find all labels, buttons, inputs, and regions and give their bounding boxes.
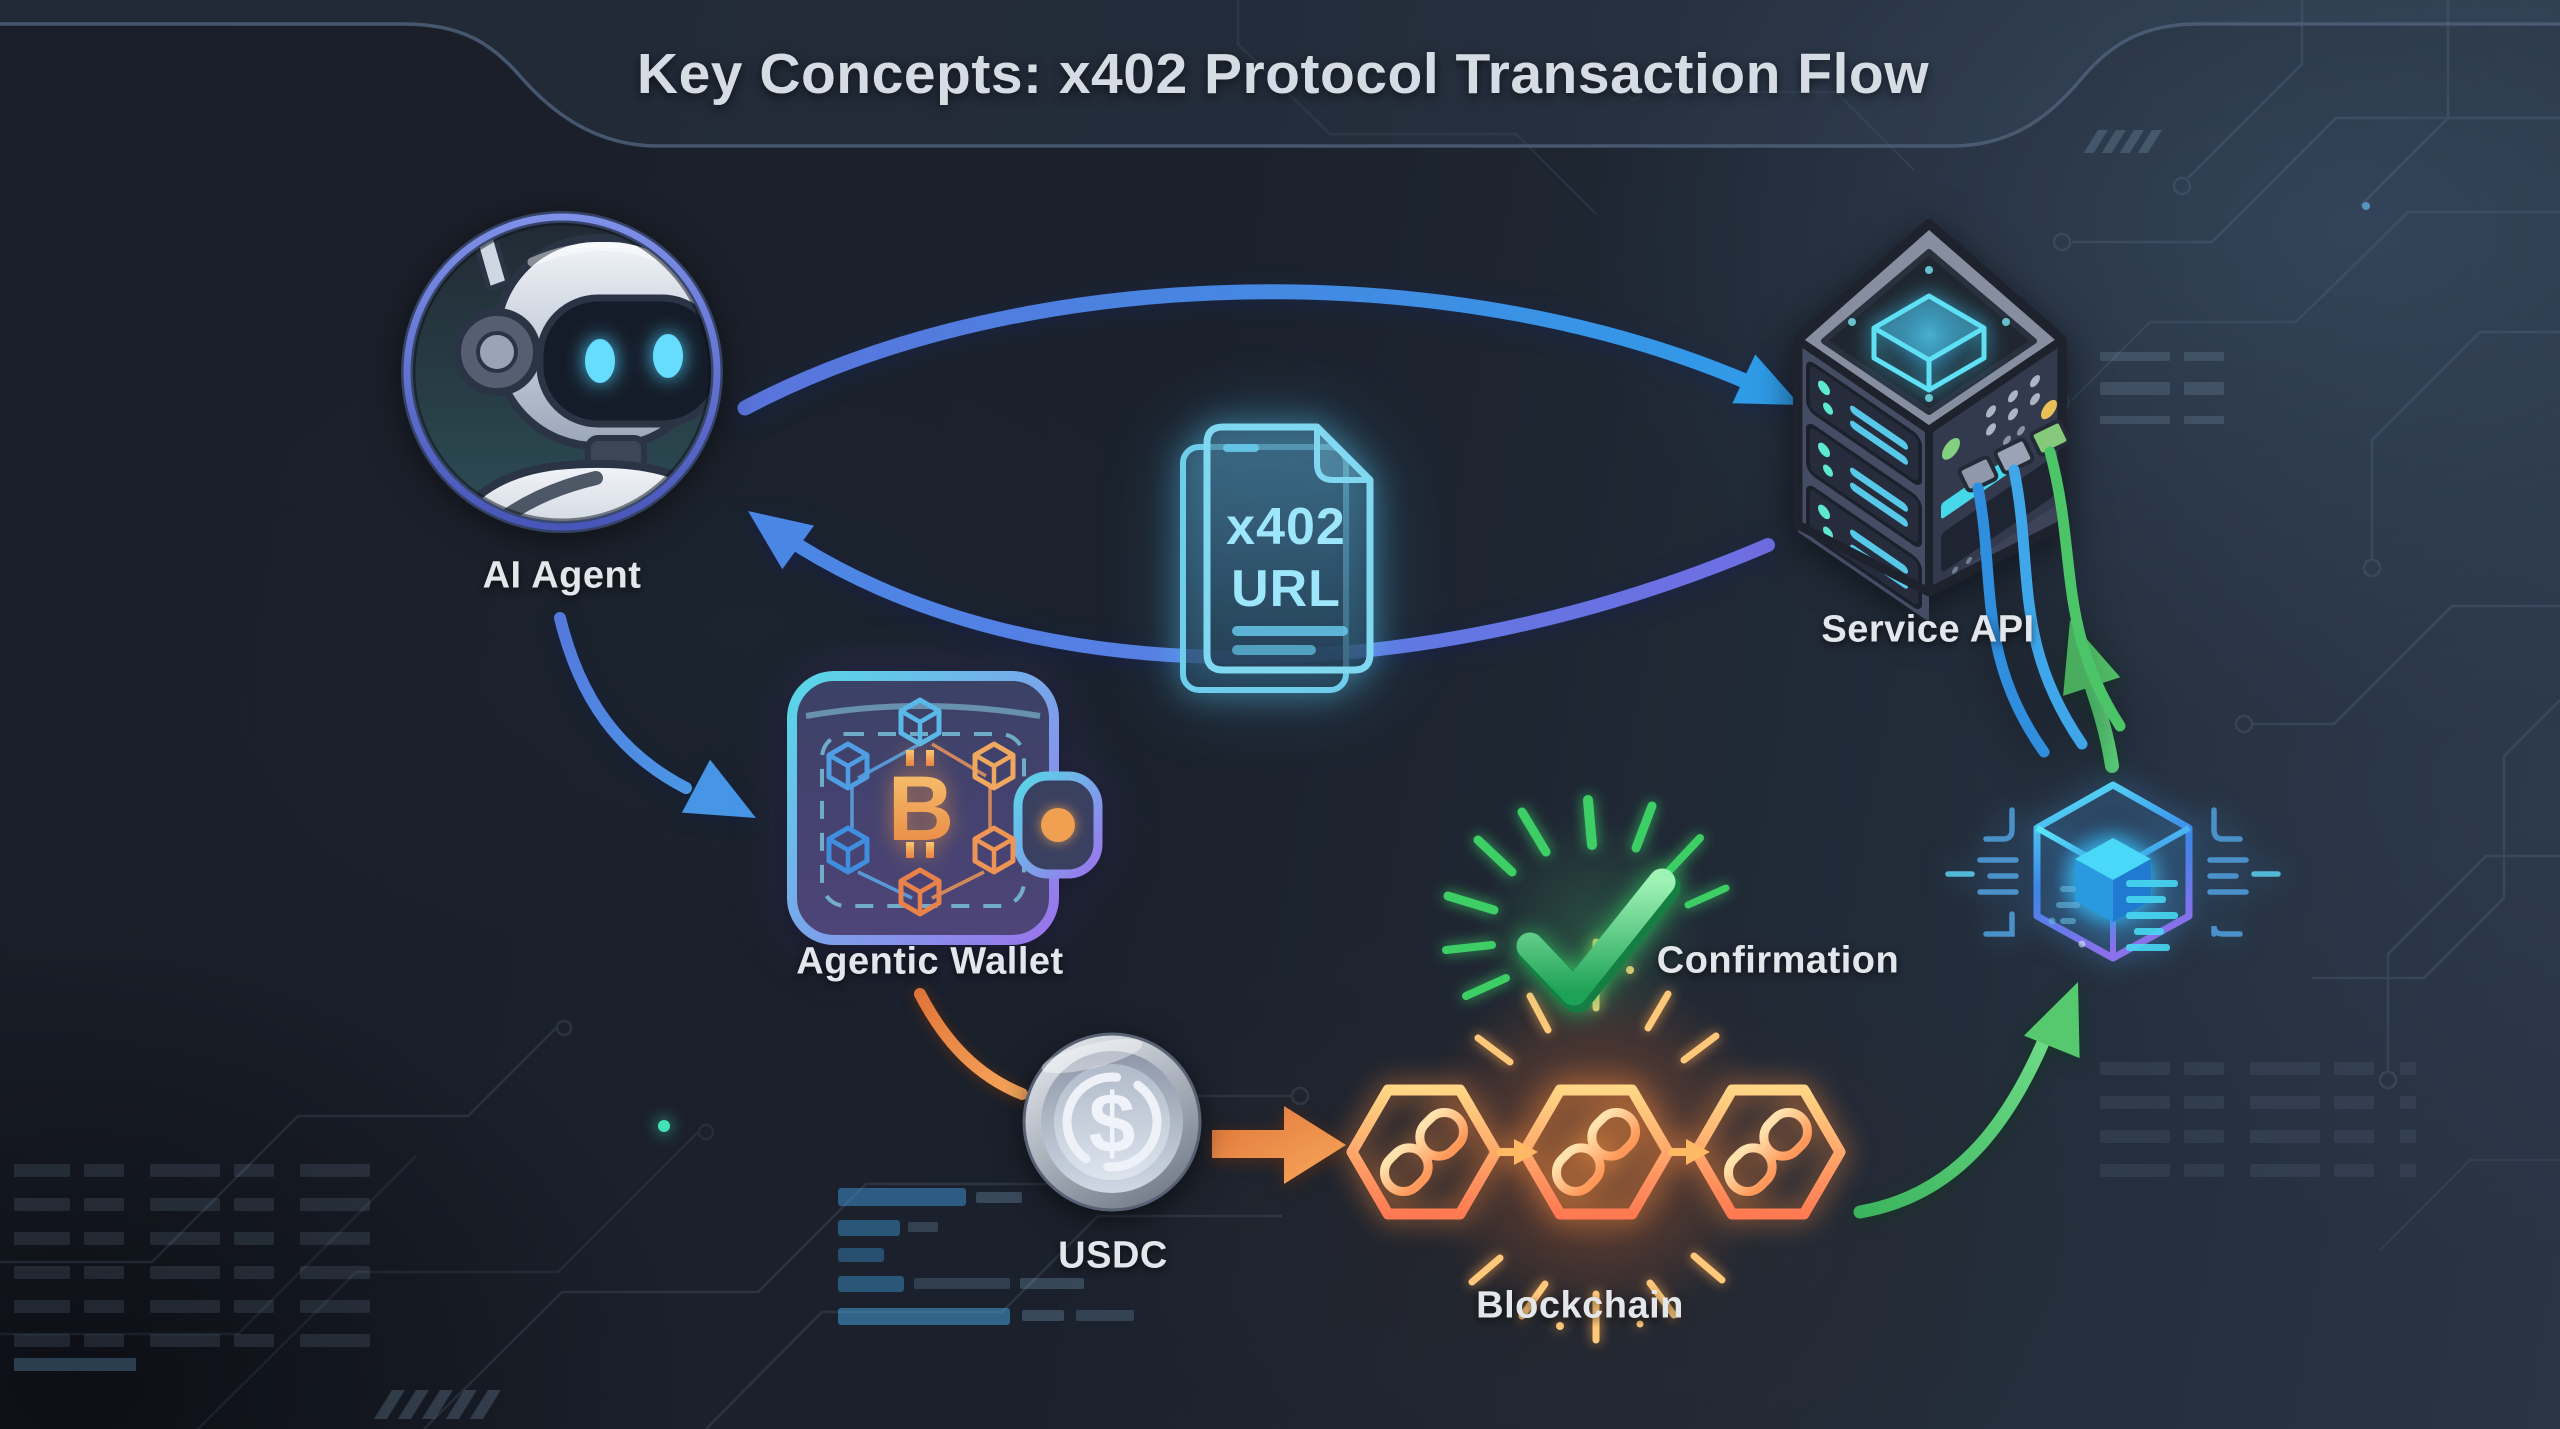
wallet-icon: B [787, 671, 1103, 945]
wallet-node-cubes [829, 700, 1013, 914]
bitcoin-icon: B [888, 750, 954, 860]
confirmation-rays [1442, 795, 1730, 1000]
green-checkmark-icon [1442, 795, 1730, 1043]
service-api-label: Service API [1821, 608, 2035, 651]
usdc-label: USDC [1058, 1234, 1168, 1277]
cube-circuit-brackets [1945, 807, 2281, 937]
glow-dot-blue [2362, 202, 2370, 210]
server-cables [1957, 419, 2126, 758]
background-hash-marks [373, 130, 2162, 1419]
hexagon-connector-arrows [1496, 1139, 1710, 1165]
background-data-panels [14, 202, 2416, 1371]
wallet-clasp [1013, 771, 1103, 879]
background-code-block [838, 1188, 1134, 1325]
server-icon [1793, 219, 2126, 758]
cube-core [2075, 838, 2151, 922]
usdc-dollar-symbol: $ [1089, 1076, 1136, 1170]
usdc-coin-icon: $ [1022, 1032, 1202, 1212]
arrow-agent-to-api [737, 284, 1800, 416]
page-title: Key Concepts: x402 Protocol Transaction … [636, 42, 1930, 106]
confirmation-label: Confirmation [1656, 939, 1900, 982]
agentic-wallet-label: Agentic Wallet [796, 940, 1064, 983]
arrow-wallet-to-usdc [914, 988, 1028, 1100]
x402-document-line2: URL [1231, 560, 1341, 618]
x402-document-line1: x402 [1226, 498, 1346, 556]
arrow-usdc-to-blockchain [1212, 1106, 1346, 1184]
cube-data-lines [2126, 880, 2178, 951]
blockchain-label: Blockchain [1476, 1284, 1684, 1327]
server-glow-cube [1848, 266, 2010, 402]
ai-agent-label: AI Agent [482, 554, 642, 597]
blockchain-cube-icon [1945, 781, 2281, 962]
glow-dot-teal [658, 1120, 670, 1132]
chain-link-hexagons-icon [1346, 938, 1846, 1344]
title-frame [0, 0, 2560, 148]
bitcoin-symbol: B [888, 758, 954, 860]
robot-avatar-icon [401, 211, 723, 533]
arrow-blockchain-to-cube [1853, 982, 2080, 1219]
x402-url-document-icon: x402 URL [1180, 423, 1374, 693]
hexagon-link-3 [1690, 1084, 1846, 1220]
arrow-agent-to-wallet [554, 612, 756, 818]
